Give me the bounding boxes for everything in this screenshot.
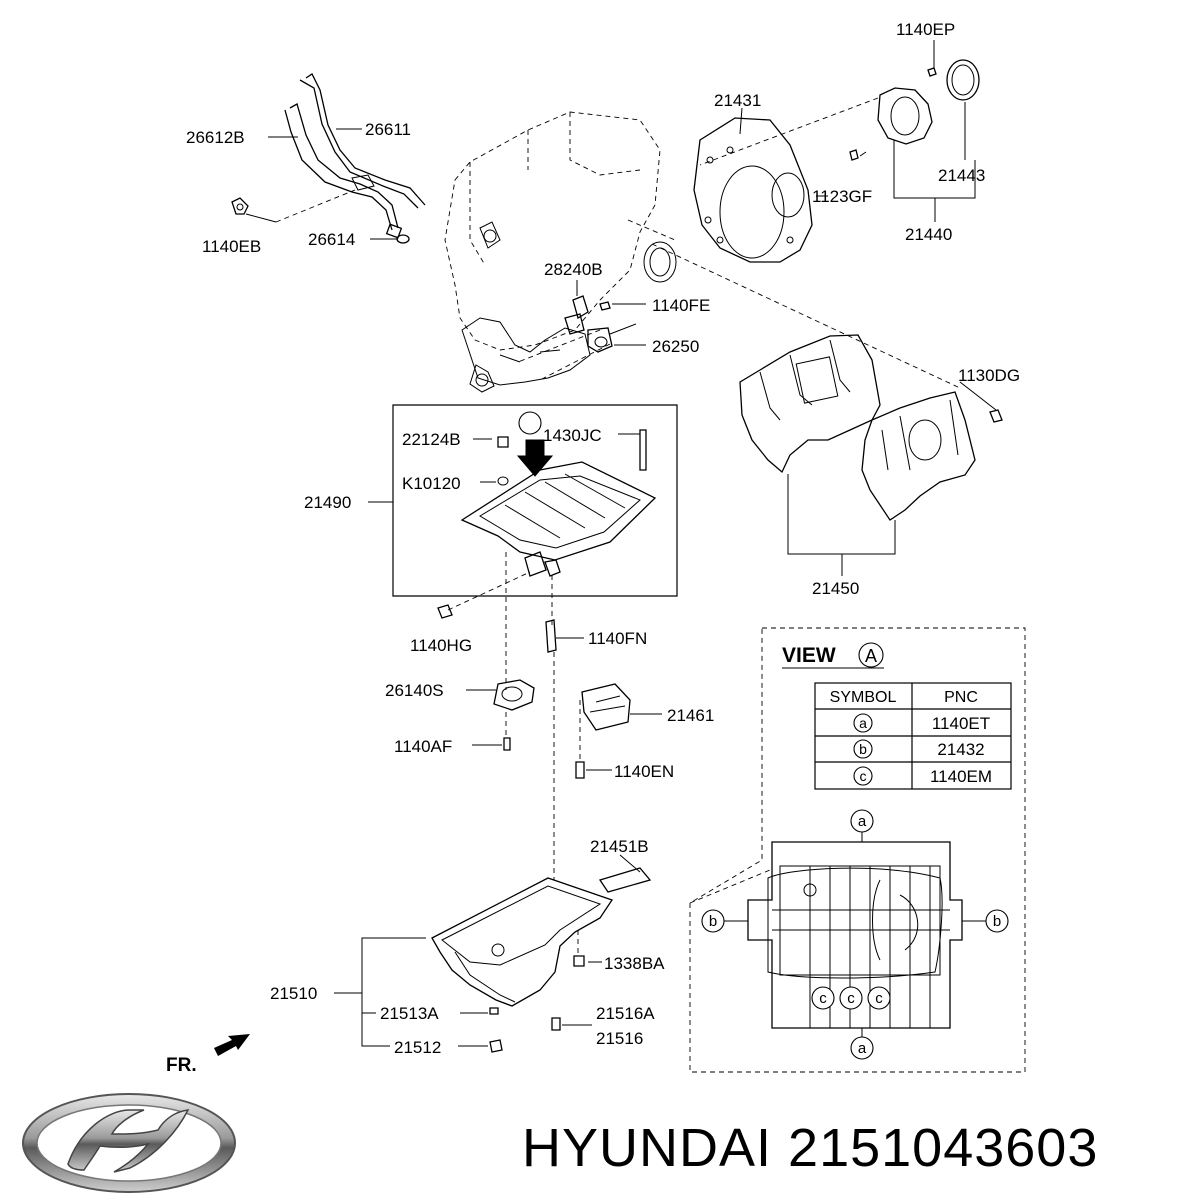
oil-pan	[431, 877, 614, 1053]
callout-1123GF: 1123GF	[812, 187, 872, 206]
callout-21490: 21490	[304, 493, 351, 512]
callout-1140FE: 1140FE	[652, 296, 710, 315]
callout-1140AF: 1140AF	[394, 737, 452, 756]
view-symbol-c: c	[819, 990, 827, 1007]
view-marker: A	[865, 646, 877, 666]
engine-block	[444, 111, 661, 393]
callout-1140EN: 1140EN	[614, 762, 674, 781]
callout-1140EP: 1140EP	[896, 20, 955, 39]
leader-lines	[245, 40, 1026, 1073]
rear-oil-seal-case	[849, 59, 980, 161]
front-direction-indicator	[214, 1034, 250, 1056]
view-a-frame: a b b c c c a	[701, 809, 1009, 1060]
view-symbol-a-bottom: a	[858, 1040, 867, 1057]
brand-caption: HYUNDAI 2151043603	[522, 1108, 1192, 1188]
hyundai-logo-icon	[22, 1093, 236, 1193]
view-symbol-a-top: a	[858, 813, 867, 830]
view-symbol-b-left: b	[709, 913, 717, 930]
callout-21513A: 21513A	[380, 1004, 439, 1023]
callout-1430JC: 1430JC	[543, 426, 602, 445]
view-title: VIEW	[782, 644, 836, 667]
callout-28240B: 28240B	[544, 260, 603, 279]
small-parts	[437, 604, 652, 893]
view-row-symbol: a	[859, 715, 867, 731]
callout-21451B: 21451B	[590, 837, 649, 856]
view-header-pnc: PNC	[944, 689, 978, 706]
callout-21440: 21440	[905, 225, 952, 244]
callout-21450: 21450	[812, 579, 859, 598]
callout-26140S: 26140S	[385, 681, 444, 700]
view-symbol-c: c	[847, 990, 855, 1007]
rear-plate	[693, 117, 813, 263]
timing-cover	[739, 334, 1003, 521]
callout-1130DG: 1130DG	[958, 366, 1020, 385]
view-row-pnc: 21432	[937, 740, 984, 759]
view-symbol-c: c	[875, 990, 883, 1007]
brand-name: HYUNDAI	[522, 1118, 773, 1178]
callout-1140FN: 1140FN	[588, 629, 647, 648]
callout-26250: 26250	[652, 337, 699, 356]
callout-26611: 26611	[365, 120, 411, 139]
front-label: FR.	[166, 1055, 197, 1076]
callout-21443: 21443	[938, 166, 985, 185]
part-number: 2151043603	[788, 1118, 1099, 1178]
callout-21512: 21512	[394, 1038, 441, 1057]
callout-21516A: 21516A	[596, 1004, 655, 1023]
view-row-symbol: b	[859, 741, 867, 757]
callout-labels: 1140EP 21431 26612B 26611 1123GF 21443 1…	[166, 20, 1020, 1076]
oil-sensor-parts	[564, 295, 613, 353]
callout-26614: 26614	[308, 230, 355, 249]
view-a-panel: VIEW A SYMBOL PNC a 1140ET b 21432 c 114…	[782, 642, 1012, 790]
view-symbol-b-right: b	[993, 913, 1001, 930]
callout-21431: 21431	[714, 91, 761, 110]
callout-26612B: 26612B	[186, 128, 245, 147]
callout-1140HG: 1140HG	[410, 636, 472, 655]
view-row-symbol: c	[860, 768, 867, 784]
callout-1140EB: 1140EB	[202, 237, 261, 256]
callout-22124B: 22124B	[402, 430, 461, 449]
callout-21461: 21461	[667, 706, 714, 725]
view-row-pnc: 1140EM	[930, 767, 992, 786]
view-row-pnc: 1140ET	[932, 714, 990, 733]
view-header-symbol: SYMBOL	[830, 689, 897, 706]
ladder-frame-box	[392, 404, 678, 597]
callout-21510: 21510	[270, 984, 317, 1003]
callout-21516: 21516	[596, 1029, 643, 1048]
callout-K10120: K10120	[402, 474, 461, 493]
callout-1338BA: 1338BA	[604, 954, 665, 973]
